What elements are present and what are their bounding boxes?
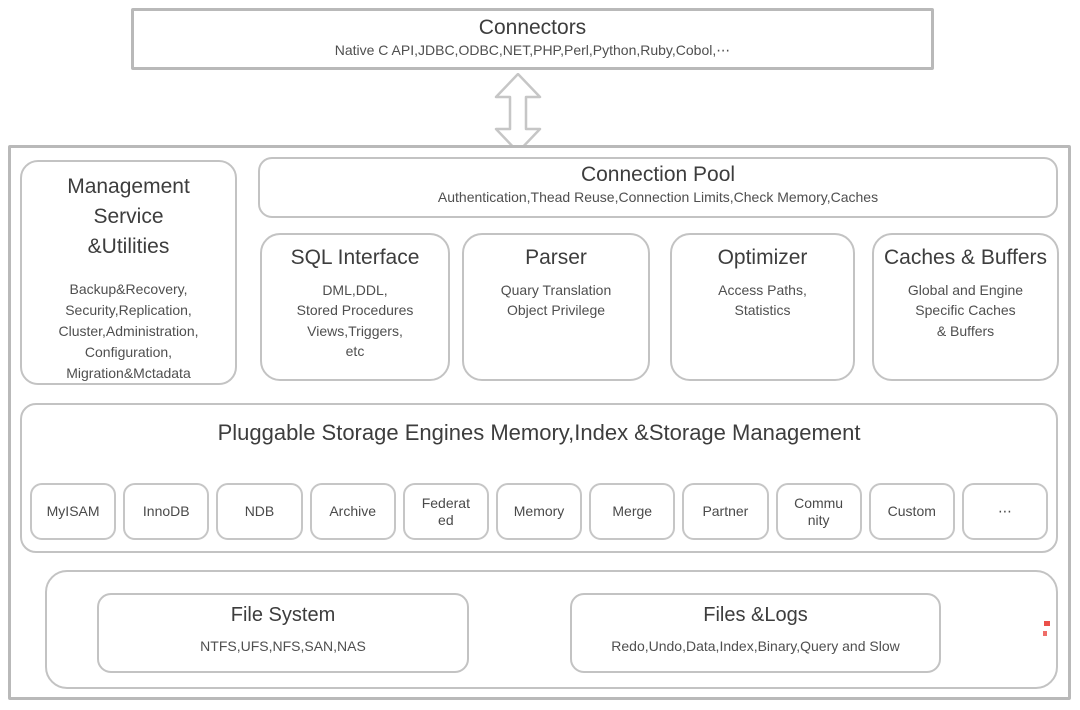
engine-memory-box: Memory bbox=[495, 483, 583, 540]
engine-federated-box: Federat ed bbox=[402, 483, 489, 540]
management-services-box: Management Service &Utilities Backup&Rec… bbox=[20, 160, 237, 385]
sql-interface-body: DML,DDL, Stored Procedures Views,Trigger… bbox=[296, 282, 414, 359]
engine-ellipsis-box: ⋯ bbox=[961, 483, 1049, 540]
optimizer-body: Access Paths, Statistics bbox=[718, 282, 807, 319]
file-system-title: File System bbox=[230, 604, 336, 626]
engine-label: ⋯ bbox=[997, 503, 1012, 520]
connection-pool-title: Connection Pool bbox=[580, 163, 736, 186]
sql-interface-box: SQL Interface DML,DDL, Stored Procedures… bbox=[260, 233, 450, 381]
pluggable-storage-engines-title: Pluggable Storage Engines Memory,Index &… bbox=[217, 420, 861, 445]
optimizer-title: Optimizer bbox=[717, 246, 808, 269]
connection-pool-box: Connection Pool Authentication,Thead Reu… bbox=[258, 157, 1058, 218]
bidirectional-arrow-icon bbox=[494, 72, 542, 154]
files-logs-box: Files &Logs Redo,Undo,Data,Index,Binary,… bbox=[570, 593, 941, 673]
engine-label: NDB bbox=[244, 503, 275, 520]
engine-community-box: Commu nity bbox=[775, 483, 862, 540]
engine-innodb-box: InnoDB bbox=[123, 483, 210, 540]
connectors-box: Connectors Native C API,JDBC,ODBC,NET,PH… bbox=[131, 8, 934, 70]
engine-label: Archive bbox=[329, 503, 376, 520]
caches-buffers-title: Caches & Buffers bbox=[883, 246, 1048, 269]
optimizer-box: Optimizer Access Paths, Statistics bbox=[670, 233, 855, 381]
management-body: Backup&Recovery, Security,Replication, C… bbox=[58, 281, 199, 382]
engine-label: Partner bbox=[702, 503, 749, 520]
connection-pool-subtitle: Authentication,Thead Reuse,Connection Li… bbox=[437, 189, 879, 205]
caches-buffers-box: Caches & Buffers Global and Engine Speci… bbox=[872, 233, 1059, 381]
engine-archive-box: Archive bbox=[309, 483, 396, 540]
caches-buffers-body: Global and Engine Specific Caches & Buff… bbox=[907, 282, 1024, 339]
files-logs-subtitle: Redo,Undo,Data,Index,Binary,Query and Sl… bbox=[611, 638, 900, 654]
engine-ndb-box: NDB bbox=[216, 483, 303, 540]
files-logs-title: Files &Logs bbox=[703, 604, 808, 626]
engine-label: InnoDB bbox=[142, 503, 190, 520]
storage-engine-row: MyISAM InnoDB NDB Archive Federat ed Mem… bbox=[30, 483, 1049, 540]
parser-body: Quary Translation Object Privilege bbox=[500, 282, 612, 319]
engine-label: Merge bbox=[612, 503, 653, 520]
connectors-subtitle: Native C API,JDBC,ODBC,NET,PHP,Perl,Pyth… bbox=[334, 42, 731, 58]
red-annotation-mark bbox=[1042, 618, 1052, 640]
engine-partner-box: Partner bbox=[682, 483, 769, 540]
file-system-subtitle: NTFS,UFS,NFS,SAN,NAS bbox=[200, 638, 366, 654]
engine-custom-box: Custom bbox=[868, 483, 955, 540]
parser-box: Parser Quary Translation Object Privileg… bbox=[462, 233, 650, 381]
engine-label: MyISAM bbox=[46, 503, 100, 520]
management-title: Management Service &Utilities bbox=[67, 175, 190, 259]
connectors-title: Connectors bbox=[478, 16, 587, 39]
engine-label: Federat ed bbox=[421, 495, 470, 528]
engine-myisam-box: MyISAM bbox=[30, 483, 117, 540]
engine-label: Custom bbox=[887, 503, 936, 520]
engine-label: Memory bbox=[513, 503, 565, 520]
engine-merge-box: Merge bbox=[589, 483, 676, 540]
sql-interface-title: SQL Interface bbox=[290, 246, 420, 269]
parser-title: Parser bbox=[525, 246, 587, 269]
file-system-box: File System NTFS,UFS,NFS,SAN,NAS bbox=[97, 593, 469, 673]
pluggable-storage-engines-box: Pluggable Storage Engines Memory,Index &… bbox=[20, 403, 1058, 553]
engine-label: Commu nity bbox=[794, 495, 844, 528]
